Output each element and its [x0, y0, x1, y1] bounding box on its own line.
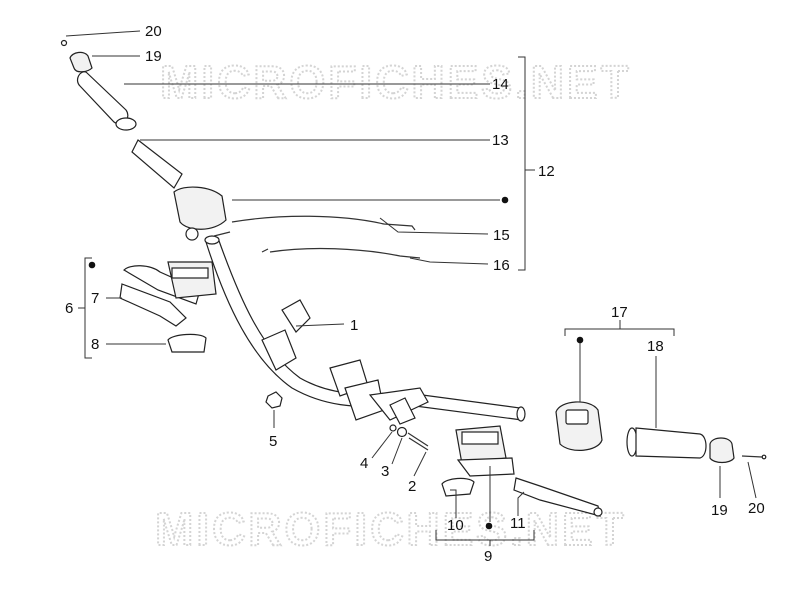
- callout-11: 11: [510, 515, 526, 532]
- callout-19-bottom: 19: [711, 502, 728, 519]
- watermark-bottom: MICROFICHES.NET: [155, 503, 627, 555]
- throttle-cables: [231, 215, 421, 259]
- small-hardware: [265, 391, 429, 451]
- leader-lines: [65, 30, 757, 546]
- reference-dot: [88, 261, 96, 269]
- callout-20-top: 20: [145, 23, 162, 40]
- reference-dot: [501, 196, 509, 204]
- callout-17: 17: [611, 304, 628, 321]
- callout-labels: 20 19 14 13 12 15 16 1 6 7 8 5 4 3 2 10 …: [65, 23, 765, 565]
- callout-15: 15: [493, 227, 510, 244]
- callout-9: 9: [484, 548, 492, 565]
- callout-6: 6: [65, 300, 73, 317]
- callout-10: 10: [447, 517, 464, 534]
- callout-16: 16: [493, 257, 510, 274]
- callout-13: 13: [492, 132, 509, 149]
- callout-14: 14: [492, 76, 509, 93]
- right-grip-assembly: [555, 401, 767, 464]
- reference-dot: [576, 336, 584, 344]
- callout-20-bottom: 20: [748, 500, 765, 517]
- callout-3: 3: [381, 463, 389, 480]
- handlebar: [204, 231, 526, 425]
- watermark-top: MICROFICHES.NET: [160, 56, 632, 108]
- callout-4: 4: [360, 455, 368, 472]
- callout-18: 18: [647, 338, 664, 355]
- callout-19-top: 19: [145, 48, 162, 65]
- callout-1: 1: [350, 317, 358, 334]
- callout-5: 5: [269, 433, 277, 450]
- callout-7: 7: [91, 290, 99, 307]
- left-grip-assembly: [60, 39, 227, 241]
- reference-dot: [485, 522, 493, 530]
- callout-2: 2: [408, 478, 416, 495]
- callout-8: 8: [91, 336, 99, 353]
- right-master-cylinder: [441, 425, 603, 517]
- left-master-cylinder: [119, 261, 217, 353]
- callout-12: 12: [538, 163, 555, 180]
